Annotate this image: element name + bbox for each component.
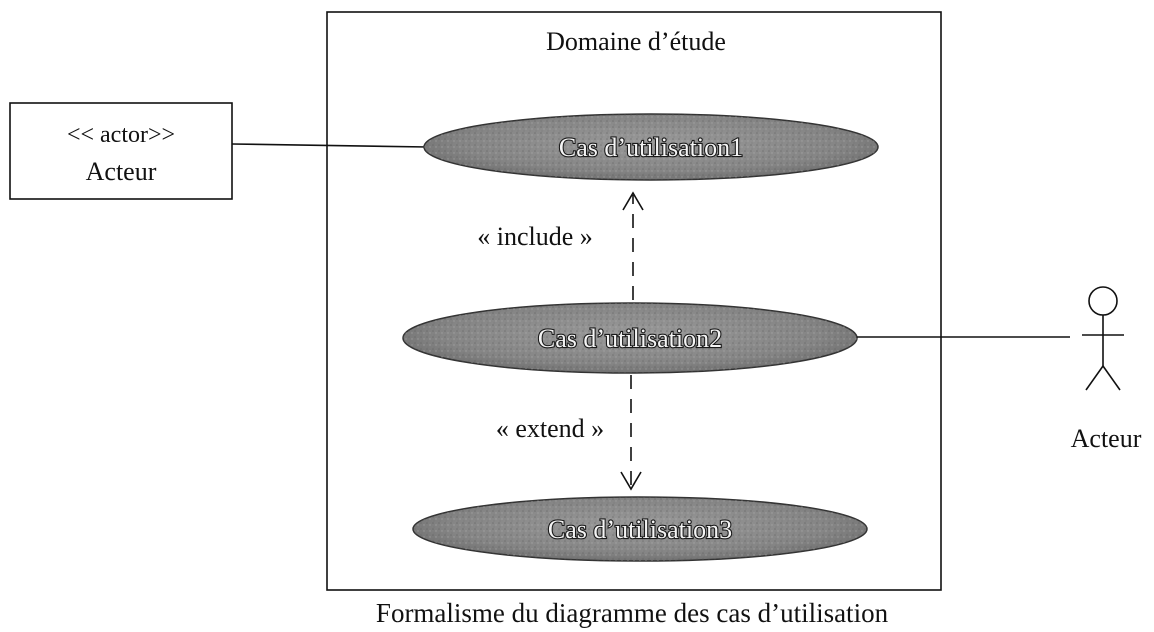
use-case-1-label: Cas d’utilisation1: [559, 133, 743, 162]
actor-figure-name: Acteur: [1071, 424, 1142, 453]
actor-box: [9, 102, 233, 200]
include-label: « include »: [477, 222, 593, 251]
use-case-1: Cas d’utilisation1: [423, 113, 879, 181]
extend-label: « extend »: [496, 414, 604, 443]
diagram-caption: Formalisme du diagramme des cas d’utilis…: [376, 598, 889, 628]
actor-box-name: Acteur: [86, 157, 157, 186]
actor-box-stereotype: << actor>>: [67, 122, 175, 148]
use-case-2-label: Cas d’utilisation2: [538, 324, 722, 353]
use-case-2: Cas d’utilisation2: [402, 302, 858, 374]
system-title: Domaine d’étude: [546, 27, 726, 56]
actor-figure: [1082, 286, 1124, 391]
actor-head-icon: [1088, 286, 1118, 316]
system-boundary: [326, 11, 942, 591]
use-case-3: Cas d’utilisation3: [412, 496, 868, 562]
use-case-3-label: Cas d’utilisation3: [548, 515, 732, 544]
extend-arrowhead: [620, 471, 642, 491]
include-arrowhead: [622, 191, 644, 211]
association-line-1: [231, 143, 429, 148]
